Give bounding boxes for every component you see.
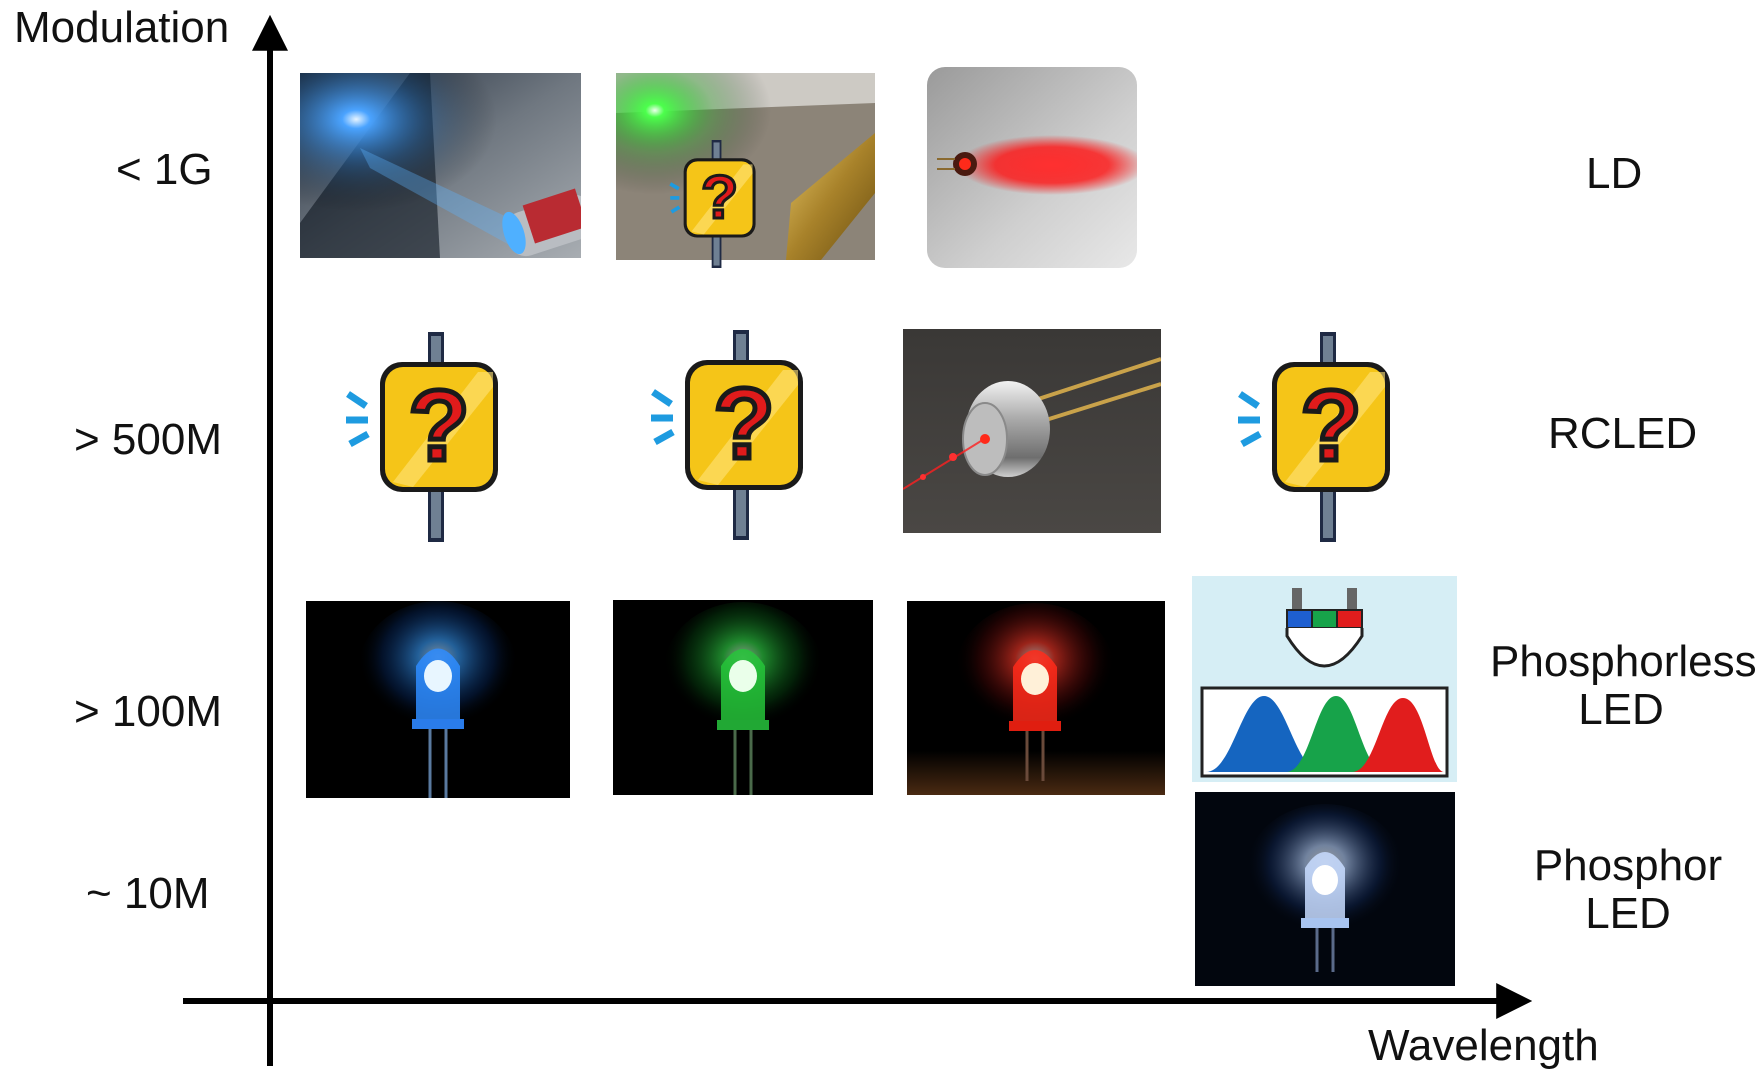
x-axis-label: Wavelength xyxy=(1368,1021,1599,1070)
red-led-photo xyxy=(907,601,1165,795)
unknown-sign-icon: ? xyxy=(668,140,770,268)
y-tick-100m: > 100M xyxy=(74,687,222,736)
unknown-sign-icon: ? xyxy=(340,332,500,542)
rgb-led-icon xyxy=(1285,588,1364,668)
red-rcled-to-can-photo xyxy=(903,329,1161,533)
y-tick-1g: < 1G xyxy=(116,145,213,194)
row-label-phosphorless: Phosphorless LED xyxy=(1490,637,1757,735)
row-label-phosphor-line1: Phosphor xyxy=(1533,841,1723,890)
rgb-led-spectrum-diagram xyxy=(1192,576,1457,782)
green-led-photo xyxy=(613,600,873,795)
svg-text:?: ? xyxy=(701,163,738,231)
row-label-phosphorless-line1: Phosphorless xyxy=(1490,637,1757,686)
blue-laser-pointer-photo xyxy=(300,73,581,258)
row-label-phosphor: Phosphor LED xyxy=(1530,841,1726,939)
y-tick-10m: ~ 10M xyxy=(86,869,210,918)
unknown-sign-icon: ? xyxy=(1232,332,1392,542)
row-label-phosphorless-line2: LED xyxy=(1578,685,1664,735)
unknown-sign-icon: ? xyxy=(645,330,805,540)
blue-led-photo xyxy=(306,601,570,798)
row-label-rcled: RCLED xyxy=(1548,409,1698,458)
y-axis-label: Modulation xyxy=(14,3,230,52)
svg-text:?: ? xyxy=(408,370,469,482)
row-label-phosphor-line2: LED xyxy=(1585,889,1671,939)
svg-text:?: ? xyxy=(713,368,774,480)
svg-text:?: ? xyxy=(1300,370,1361,482)
white-phosphor-led-photo xyxy=(1195,792,1455,986)
row-label-ld: LD xyxy=(1586,149,1643,198)
y-tick-500m: > 500M xyxy=(74,415,222,464)
red-laser-diode-photo xyxy=(927,67,1137,268)
